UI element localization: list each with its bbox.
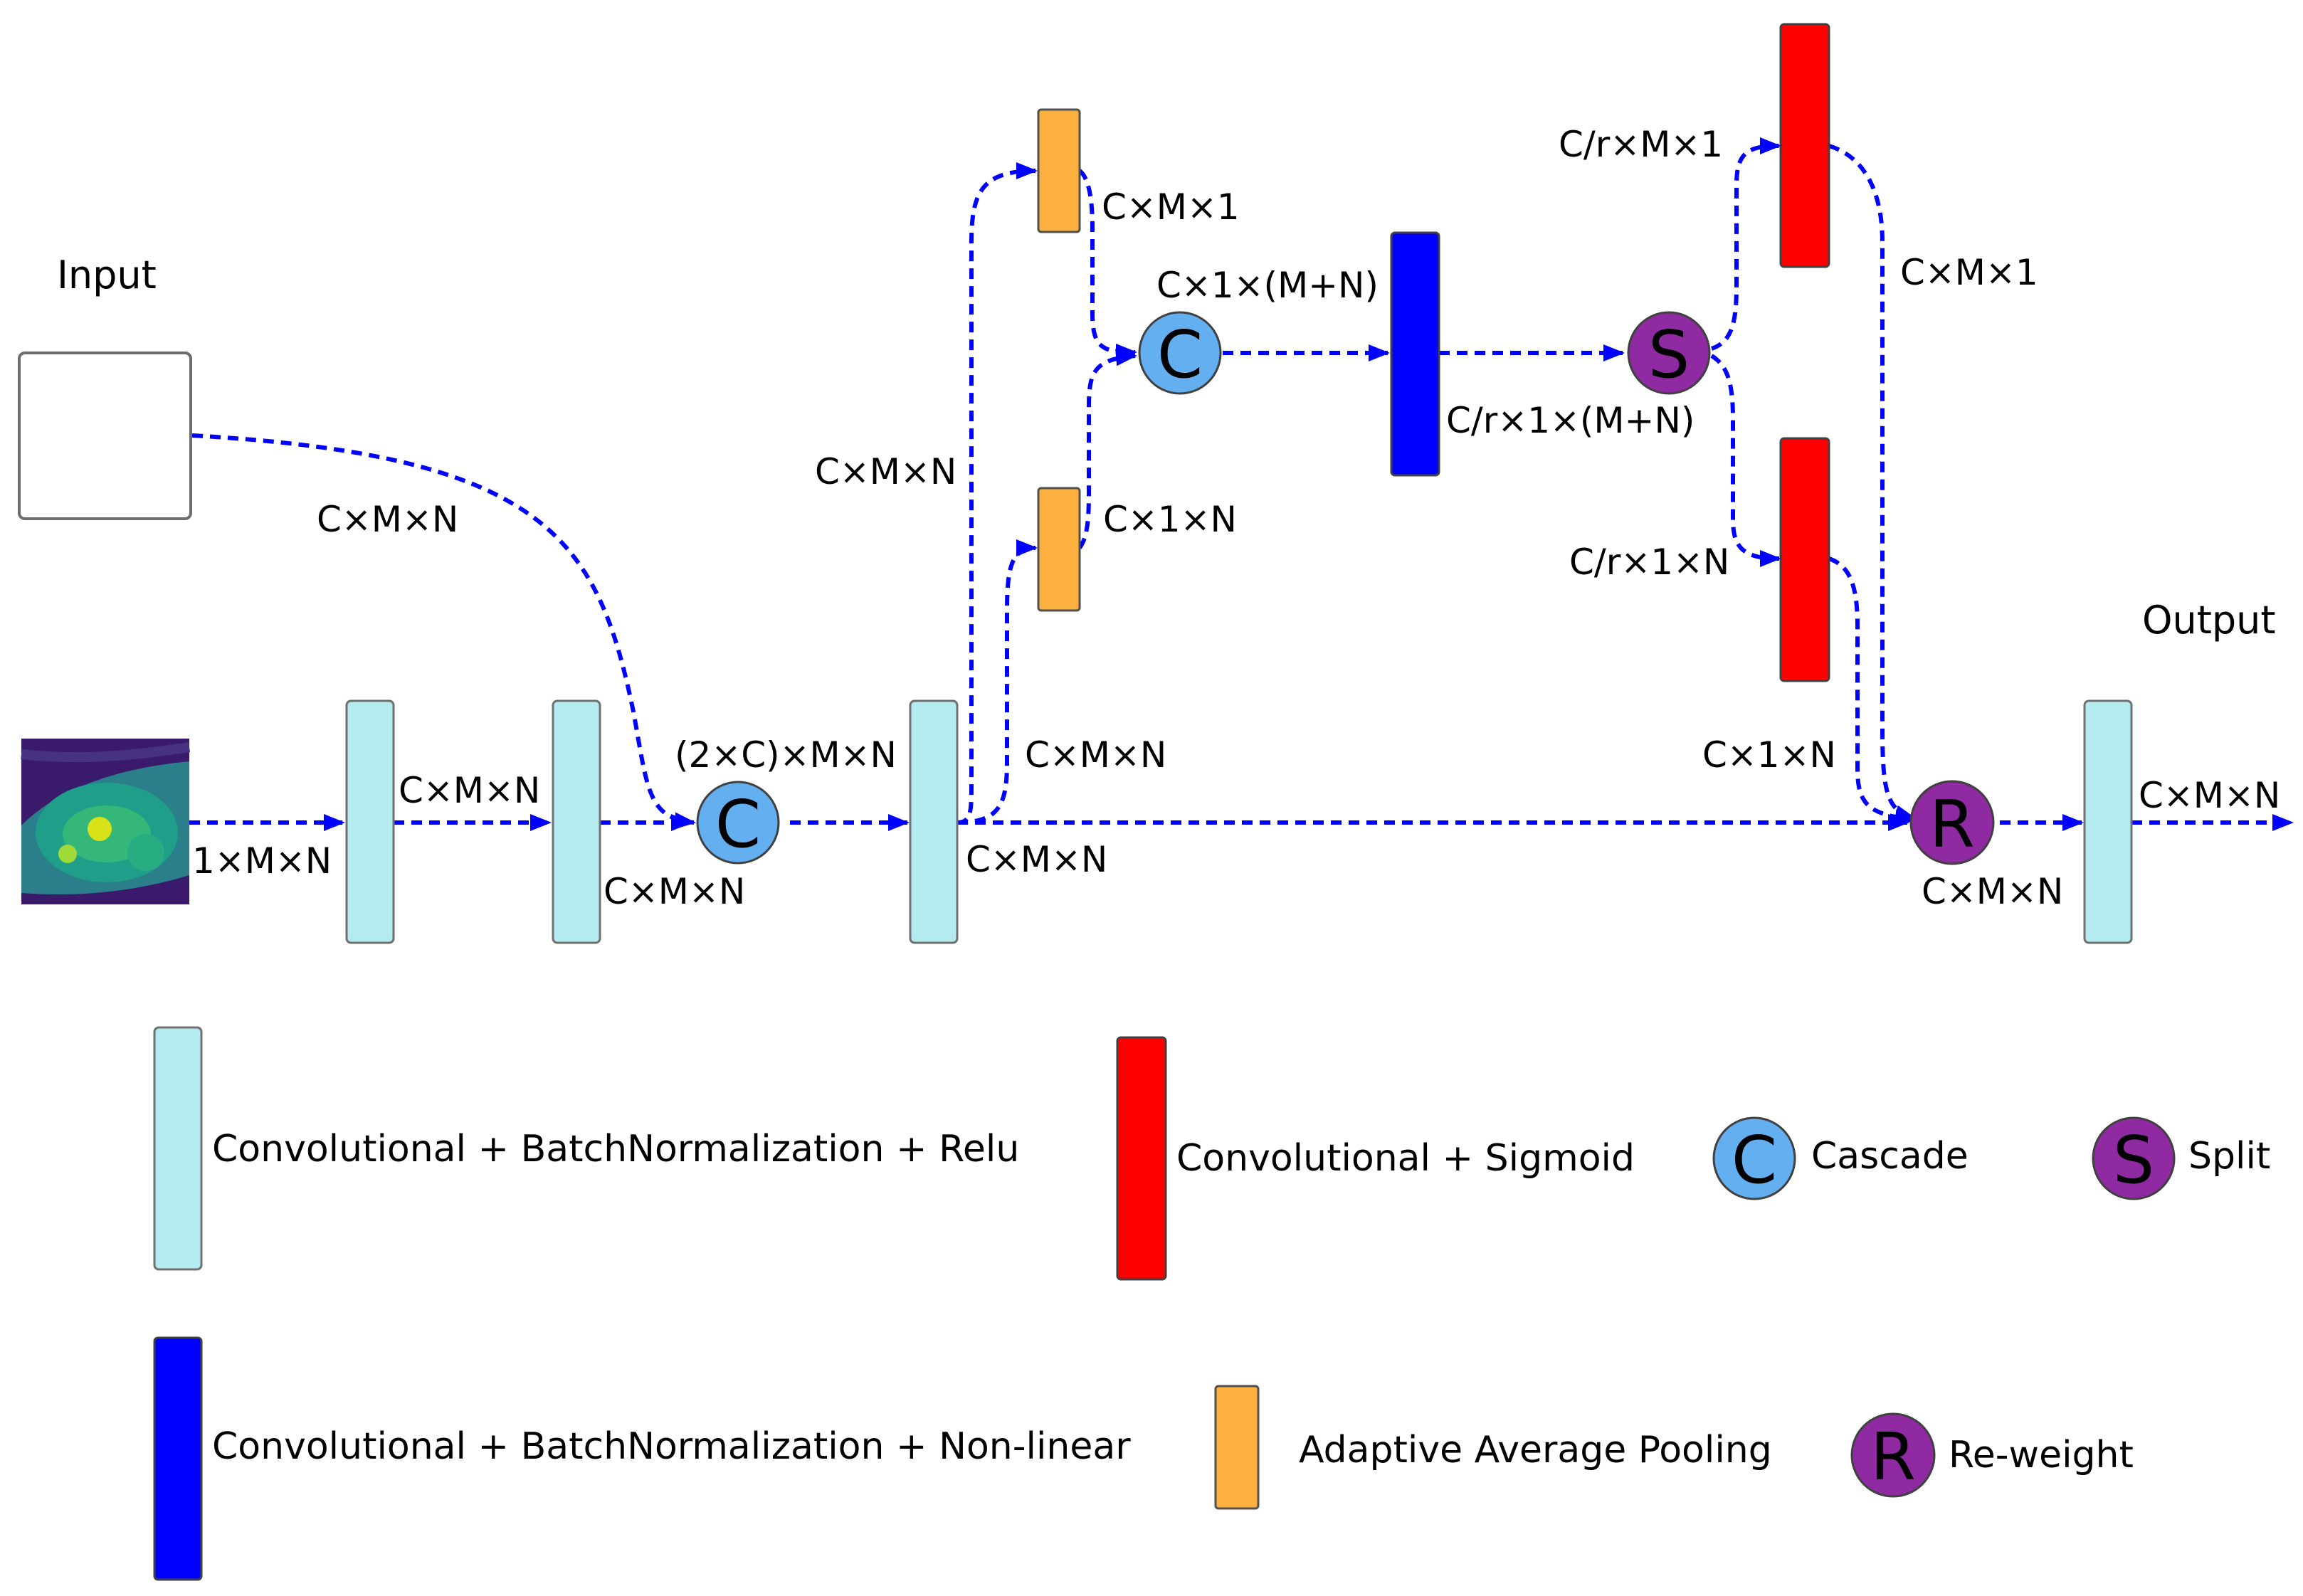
conv-bn-relu-block-final: [2083, 699, 2133, 944]
svg-text:C: C: [715, 786, 761, 862]
flow-conv3-to-pool-bottom: [956, 539, 1038, 825]
dim-conv3-out-bottom: C×M×N: [966, 839, 1107, 880]
legend-label-pooling: Adaptive Average Pooling: [1299, 1429, 1772, 1471]
cascade-node-1: C: [696, 781, 780, 865]
legend-item-cascade: C Cascade: [1712, 1116, 1969, 1200]
split-node: S: [1627, 311, 1711, 395]
dim-pool-bottom: C×1×N: [1103, 499, 1237, 540]
flow-sigmoid-top-to-reweight: [1828, 144, 1917, 823]
dim-sigmoid-top: C×M×1: [1900, 252, 2038, 293]
dim-split-bottom: C/r×1×N: [1569, 541, 1729, 583]
legend-label-split: Split: [2188, 1135, 2270, 1178]
svg-text:R: R: [1870, 1419, 1916, 1495]
legend-item-conv-sigmoid: Convolutional + Sigmoid: [1116, 1036, 1635, 1281]
legend-swatch-split: [2092, 1116, 2176, 1200]
legend-item-split: S Split: [2092, 1116, 2270, 1200]
legend-item-conv-bn-relu: Convolutional + BatchNormalization + Rel…: [153, 1026, 1019, 1271]
dim-pool-top: C×M×1: [1102, 186, 1240, 228]
svg-text:S: S: [1648, 317, 1690, 393]
dimension-labels: C×M×N 1×M×N C×M×N C×M×N (2×C)×M×N C×M×N …: [192, 124, 2280, 912]
flow-sigmoid-bottom-to-reweight: [1828, 556, 1917, 827]
flow-connections: [189, 137, 2294, 831]
legend-label-conv-sigmoid: Convolutional + Sigmoid: [1176, 1137, 1635, 1180]
flow-pool-bottom-to-cascade2: [1077, 349, 1137, 549]
conv-bn-relu-block-2: [552, 699, 601, 944]
dim-cascade2: C×1×(M+N): [1156, 265, 1379, 306]
output-label: Output: [2142, 598, 2276, 643]
legend-label-conv-bn-relu: Convolutional + BatchNormalization + Rel…: [212, 1128, 1019, 1170]
svg-text:C: C: [1732, 1122, 1777, 1198]
dim-cascade1-out: (2×C)×M×N: [675, 734, 897, 776]
dim-conv2-out: C×M×N: [604, 871, 745, 912]
dim-input-branch: C×M×N: [317, 499, 458, 540]
input-placeholder-box: [18, 352, 192, 520]
dim-final-out: C×M×N: [2139, 775, 2280, 816]
legend-label-cascade: Cascade: [1811, 1135, 1969, 1178]
input-label: Input: [57, 253, 157, 297]
legend: Convolutional + BatchNormalization + Rel…: [153, 1026, 2270, 1581]
legend-item-reweight: R Re-weight: [1850, 1412, 2134, 1498]
legend-swatch-reweight: [1850, 1412, 1936, 1498]
legend-label-conv-bn-nonlinear: Convolutional + BatchNormalization + Non…: [212, 1425, 1131, 1468]
legend-swatch-pooling: [1214, 1385, 1260, 1510]
pooling-block-bottom: [1037, 487, 1081, 612]
conv-sigmoid-block-top: [1779, 23, 1830, 268]
flow-conv3-to-pool-top: [956, 162, 1038, 825]
flow-split-to-sigmoid-top: [1710, 137, 1781, 351]
svg-text:C: C: [1157, 317, 1203, 393]
conv-bn-nonlinear-block: [1390, 231, 1440, 477]
cascade-node-2: C: [1138, 311, 1222, 395]
reweight-node: R: [1909, 780, 1995, 865]
legend-swatch-conv-bn-nonlinear: [153, 1336, 203, 1581]
conv-sigmoid-block-bottom: [1779, 437, 1830, 682]
flow-split-to-sigmoid-bottom: [1710, 354, 1781, 567]
legend-swatch-conv-bn-relu: [153, 1026, 203, 1271]
svg-text:S: S: [2113, 1122, 2154, 1198]
legend-swatch-conv-sigmoid: [1116, 1036, 1167, 1281]
dim-reweight-out: C×M×N: [1922, 871, 2063, 912]
legend-item-conv-bn-nonlinear: Convolutional + BatchNormalization + Non…: [153, 1336, 1131, 1581]
conv-bn-relu-block-1: [345, 699, 395, 944]
dim-nonlinear-out: C/r×1×(M+N): [1446, 400, 1695, 441]
pooling-block-top: [1037, 108, 1081, 233]
legend-item-pooling: Adaptive Average Pooling: [1214, 1385, 1772, 1510]
input-mri-image: [21, 739, 191, 904]
svg-text:R: R: [1929, 786, 1975, 862]
dim-conv3-to-pool-top: C×M×N: [815, 451, 956, 492]
flow-input-to-cascade1: [191, 433, 696, 830]
dim-conv3-to-pool-bottom: C×M×N: [1025, 734, 1166, 776]
legend-swatch-cascade: [1712, 1116, 1796, 1200]
dim-split-top: C/r×M×1: [1559, 124, 1723, 165]
dim-sigmoid-bottom: C×1×N: [1702, 734, 1836, 776]
flow-pool-top-to-cascade2: [1077, 169, 1137, 361]
dim-conv1-out: C×M×N: [399, 770, 540, 811]
dim-image-out: 1×M×N: [192, 840, 332, 882]
legend-label-reweight: Re-weight: [1949, 1434, 2134, 1476]
conv-bn-relu-block-3: [909, 699, 959, 944]
